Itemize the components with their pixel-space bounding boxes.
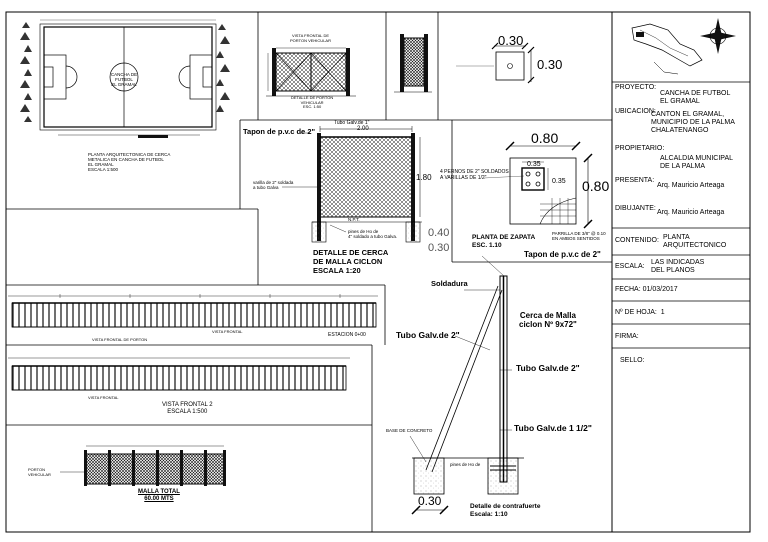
brace-tube-left: Tubo Galv.de 2": [396, 330, 460, 340]
footing-dim-side: 0.80: [582, 178, 610, 194]
fence-tube-top: Tubo Galv.de 1": [334, 120, 370, 126]
title-ubicacion: UBICACION: CANTON EL GRAMAL,MUNICIPIO DE…: [615, 108, 735, 134]
elevation-2: [8, 357, 350, 391]
brace-tube-right: Tubo Galv.de 2": [516, 363, 580, 373]
sheet-frame: [5, 11, 751, 533]
footing-dim-inner-1: 0.35: [527, 161, 541, 168]
brace-pin-label: pines de Ho de: [450, 462, 481, 467]
elev2-label-1: VISTA FRONTAL: [88, 395, 119, 400]
brace-tube-low: Tubo Galv.de 1 1/2": [514, 423, 592, 433]
brace-detail: [409, 255, 524, 515]
fence-dim-040: 0.40: [428, 227, 450, 239]
elevation-3: [60, 445, 226, 486]
footing-dim-top: 0.80: [531, 130, 559, 146]
fence-height: 1.80: [416, 173, 432, 182]
elevation-1: [8, 294, 378, 328]
title-sello: SELLO:: [620, 357, 645, 364]
elev1-label-2: VISTA FRONTAL: [212, 329, 243, 334]
north-arrow-icon: [700, 18, 736, 54]
footing-plan: [483, 141, 593, 229]
fence-dim-030: 0.30: [428, 242, 450, 254]
title-presenta: PRESENTA: Arq. Mauricio Arteaga: [615, 177, 725, 189]
brace-base-label: BASE DE CONCRETO: [386, 428, 433, 433]
title-dibujante: DIBUJANTE: Arq. Mauricio Arteaga: [615, 205, 725, 216]
location-map: [631, 18, 736, 75]
title-firma: FIRMA:: [615, 333, 639, 340]
field-plan: [20, 19, 230, 138]
fence-detail: [282, 126, 422, 243]
elev1-label-3: ESTACION 0+00: [328, 332, 366, 338]
fence-level: N.P.T.: [348, 217, 360, 222]
post-elevation: [394, 34, 432, 93]
title-hoja: Nº DE HOJA: 1: [615, 309, 665, 316]
post-section: [456, 42, 535, 84]
post-dim-side: 0.30: [537, 57, 563, 72]
fence-width: 2.00: [357, 126, 369, 132]
post-dim-top: 0.30: [498, 33, 524, 48]
footing-dim-inner-2: 0.35: [552, 178, 566, 185]
brace-cap-label: Tapon de p.v.c de 2": [524, 250, 601, 259]
fence-cap-label: Tapon de p.v.c de 2": [243, 127, 316, 136]
gate-detail: [266, 47, 356, 97]
title-fecha: FECHA: 01/03/2017: [615, 286, 678, 293]
brace-dim: 0.30: [418, 494, 442, 508]
elev1-label-1: VISTA FRONTAL DE PORTON: [92, 337, 148, 342]
brace-weld-label: Soldadura: [431, 279, 468, 288]
